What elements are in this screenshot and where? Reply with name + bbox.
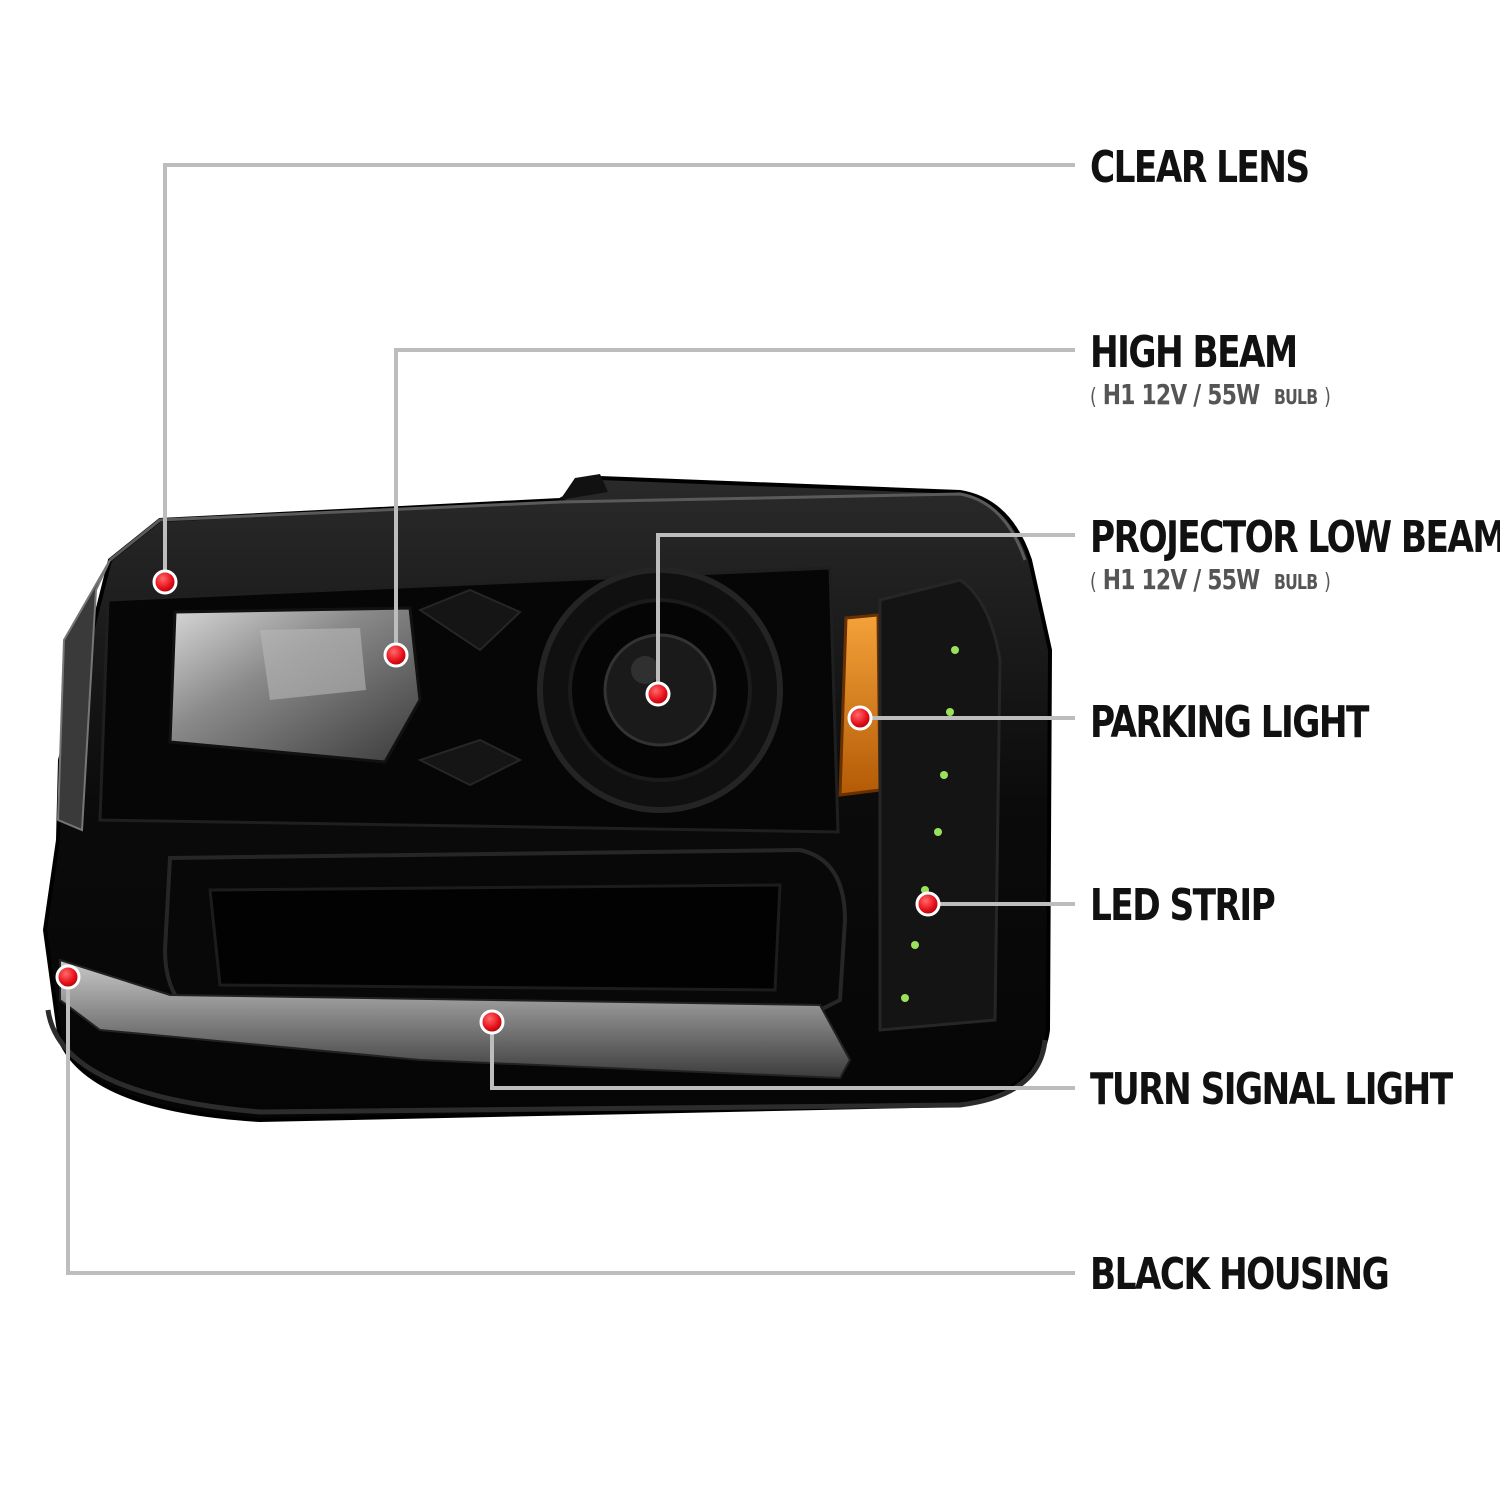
spec-main: H1 12V / 55W [1102, 378, 1260, 411]
spec-close-paren: ) [1324, 570, 1331, 595]
amber-reflector [838, 613, 882, 797]
clear-lens-bevel [56, 559, 111, 832]
spec-main: H1 12V / 55W [1102, 563, 1260, 596]
label-high-beam-spec: ( H1 12V / 55W BULB ) [1090, 378, 1331, 411]
marker-dot-led-strip [915, 891, 941, 917]
label-turn-signal-light: TURN SIGNAL LIGHT [1090, 1064, 1453, 1115]
spec-unit: BULB [1274, 570, 1318, 594]
marker-dot-parking-light [847, 705, 873, 731]
spec-close-paren: ) [1324, 385, 1331, 410]
leader-line-turn-signal [490, 1022, 1075, 1090]
bezel-top [417, 588, 522, 652]
spec-open-paren: ( [1090, 570, 1097, 595]
leader-line-high-beam [394, 348, 1075, 655]
turn-signal-strip [59, 958, 852, 1080]
label-clear-lens: CLEAR LENS [1090, 142, 1310, 193]
marker-dot-clear-lens [152, 569, 178, 595]
led-column [878, 578, 1002, 1032]
mounting-tab [560, 474, 608, 500]
leader-line-projector-low-beam [656, 533, 1075, 694]
marker-dots [55, 569, 941, 1035]
marker-dot-projector-low-beam [645, 681, 671, 707]
high-beam-bulb-area [260, 628, 366, 700]
projector-glint [631, 656, 659, 684]
marker-dot-black-housing [55, 964, 81, 990]
spec-unit: BULB [1274, 385, 1318, 409]
marker-dot-turn-signal [479, 1009, 505, 1035]
headlight-body [42, 474, 1053, 1123]
lower-cavity [208, 883, 782, 992]
leader-line-clear-lens [163, 163, 1075, 582]
led-dots [901, 646, 959, 1002]
label-projector-low-beam-spec: ( H1 12V / 55W BULB ) [1090, 563, 1331, 596]
leader-lines [66, 163, 1075, 1275]
spec-open-paren: ( [1090, 385, 1097, 410]
bezel-bottom [417, 738, 523, 787]
marker-dot-high-beam [383, 642, 409, 668]
label-projector-low-beam: PROJECTOR LOW BEAM [1090, 512, 1500, 563]
leader-line-black-housing [66, 977, 1075, 1275]
label-high-beam: HIGH BEAM [1090, 327, 1298, 378]
lens-edge-highlight [109, 492, 1027, 562]
label-parking-light: PARKING LIGHT [1090, 697, 1369, 748]
label-led-strip: LED STRIP [1090, 880, 1276, 931]
label-black-housing: BLACK HOUSING [1090, 1249, 1390, 1300]
